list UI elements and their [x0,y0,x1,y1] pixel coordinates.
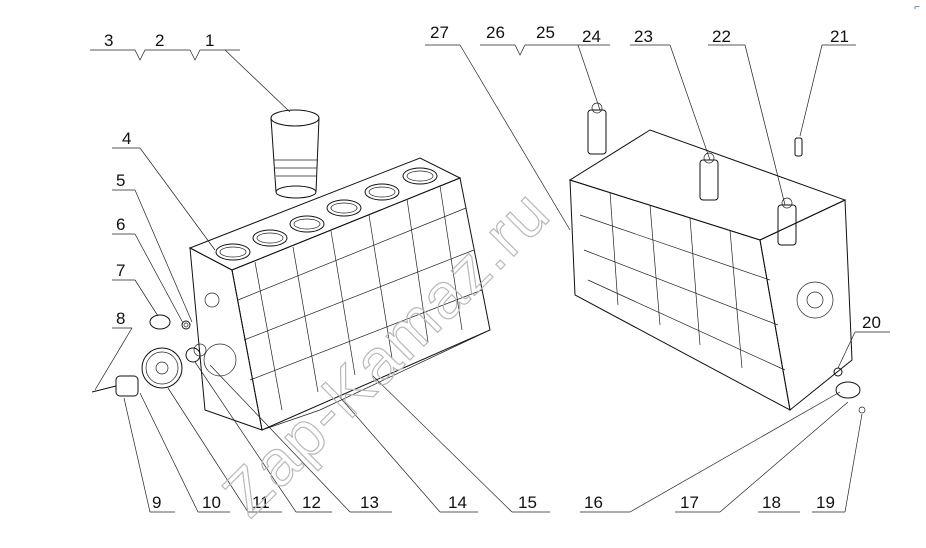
label-23: 23 [634,27,653,46]
cylinder-liner [270,109,320,199]
label-22: 22 [712,27,731,46]
label-18: 18 [762,493,781,512]
label-19: 19 [816,493,835,512]
watermark-text: Zap-Kamaz.ru [209,175,564,530]
corner-mark: ⌐ [914,2,920,13]
label-3: 3 [104,31,113,50]
label-13: 13 [360,493,379,512]
label-20: 20 [862,313,881,332]
label-14: 14 [448,493,467,512]
engine-block-left [188,157,491,431]
label-16: 16 [584,493,603,512]
engine-block-right [568,102,853,411]
rear-cover-parts [833,367,866,414]
label-6: 6 [116,215,125,234]
label-12: 12 [302,493,321,512]
label-9: 9 [152,493,161,512]
label-2: 2 [155,31,164,50]
label-15: 15 [518,493,537,512]
label-1: 1 [205,31,214,50]
part-number-labels: 1 2 3 4 5 6 7 8 9 10 11 12 13 14 15 16 1… [104,23,881,512]
label-8: 8 [116,309,125,328]
label-24: 24 [582,27,601,46]
label-27: 27 [430,23,449,42]
front-small-parts [91,314,201,397]
label-11: 11 [252,493,270,512]
label-10: 10 [202,493,221,512]
label-26: 26 [486,23,505,42]
label-7: 7 [116,261,125,280]
leader-lines [90,44,890,513]
dowel-pin [794,137,803,157]
label-21: 21 [830,27,849,46]
label-4: 4 [122,129,131,148]
label-17: 17 [680,493,699,512]
label-5: 5 [116,171,125,190]
label-25: 25 [536,23,555,42]
